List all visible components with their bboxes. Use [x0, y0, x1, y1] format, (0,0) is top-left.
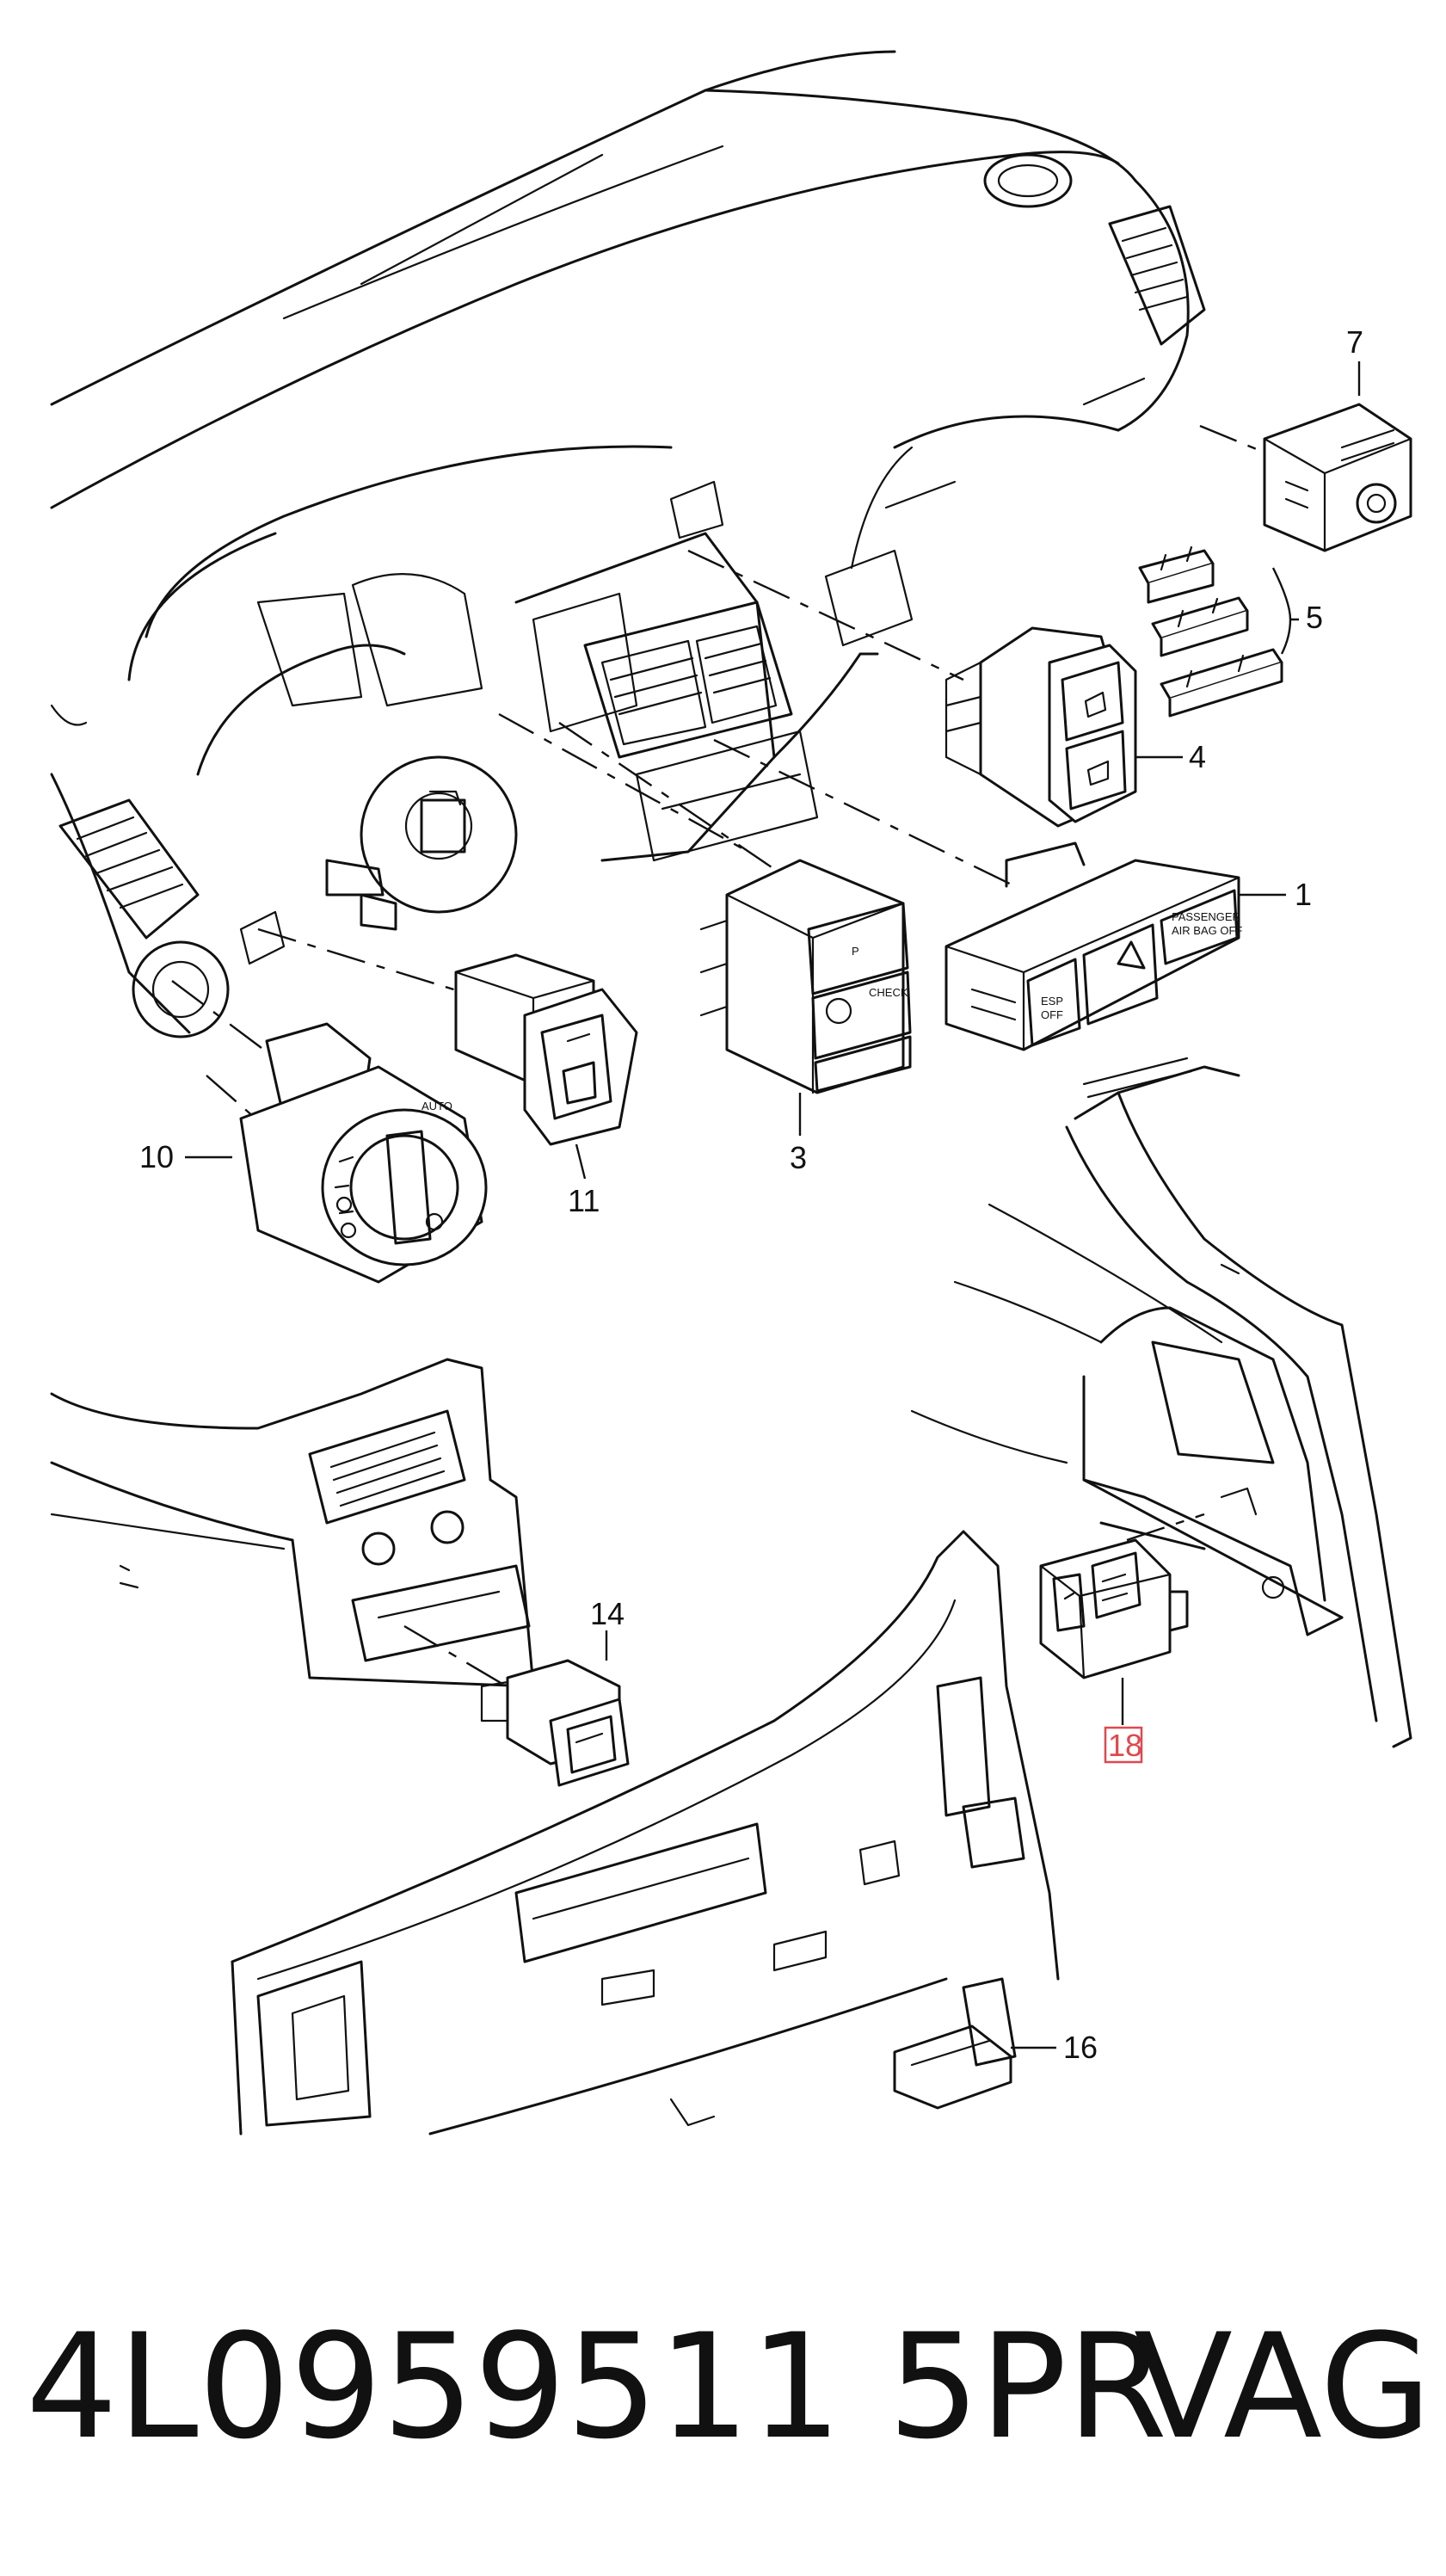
part-14-switch — [480, 1659, 630, 1787]
auto-label: AUTO — [421, 1100, 452, 1112]
callout-11: 11 — [568, 1183, 600, 1218]
part-18-seat-switch — [1039, 1538, 1189, 1679]
exploded-parts-diagram: ESP OFF PASSENGER AIR BAG OFF P CHECK — [50, 50, 1412, 2135]
callout-labels: 7 5 4 1 3 11 10 14 16 18 — [139, 324, 1363, 2065]
callout-3: 3 — [790, 1140, 807, 1175]
callout-1: 1 — [1295, 877, 1312, 912]
callout-10: 10 — [139, 1139, 174, 1174]
part-4-switch — [945, 626, 1137, 828]
part-7-switch — [1263, 403, 1412, 552]
esp-label: ESP — [1041, 995, 1063, 1008]
part-11-switch — [454, 953, 638, 1146]
callout-18: 18 — [1108, 1728, 1142, 1763]
callout-14: 14 — [590, 1596, 625, 1631]
esp-off-label: OFF — [1041, 1008, 1063, 1021]
callout-18-highlight-box — [1104, 1726, 1143, 1764]
connection-lines-bottom — [403, 1513, 1205, 1714]
passenger-airbag-label: PASSENGER — [1172, 910, 1240, 923]
rear-side-trim-illustration — [910, 1057, 1412, 1748]
part-5-clips — [1138, 545, 1283, 718]
leader-lines — [185, 361, 1361, 2049]
connection-lines-top — [171, 424, 1274, 1137]
part-number: 4L0959511 5PR — [26, 2302, 1168, 2471]
check-label: CHECK — [869, 986, 908, 999]
p-label: P — [852, 945, 859, 958]
callout-5: 5 — [1306, 600, 1323, 635]
dashboard-illustration — [50, 50, 1206, 1038]
brand-name: VAG — [1134, 2302, 1432, 2471]
callout-7: 7 — [1346, 324, 1363, 360]
callout-4: 4 — [1189, 739, 1206, 774]
tailgate-illustration — [231, 1530, 1060, 2135]
part-3-switch-block: P CHECK — [699, 859, 912, 1094]
part-10-light-switch: AUTO — [239, 1022, 488, 1284]
part-1-switch-panel: ESP OFF PASSENGER AIR BAG OFF — [945, 841, 1242, 1051]
rear-console-illustration — [50, 1358, 535, 1688]
airbag-off-label: AIR BAG OFF — [1172, 924, 1242, 937]
part-16-switch — [893, 1977, 1017, 2110]
callout-16: 16 — [1063, 2030, 1098, 2065]
